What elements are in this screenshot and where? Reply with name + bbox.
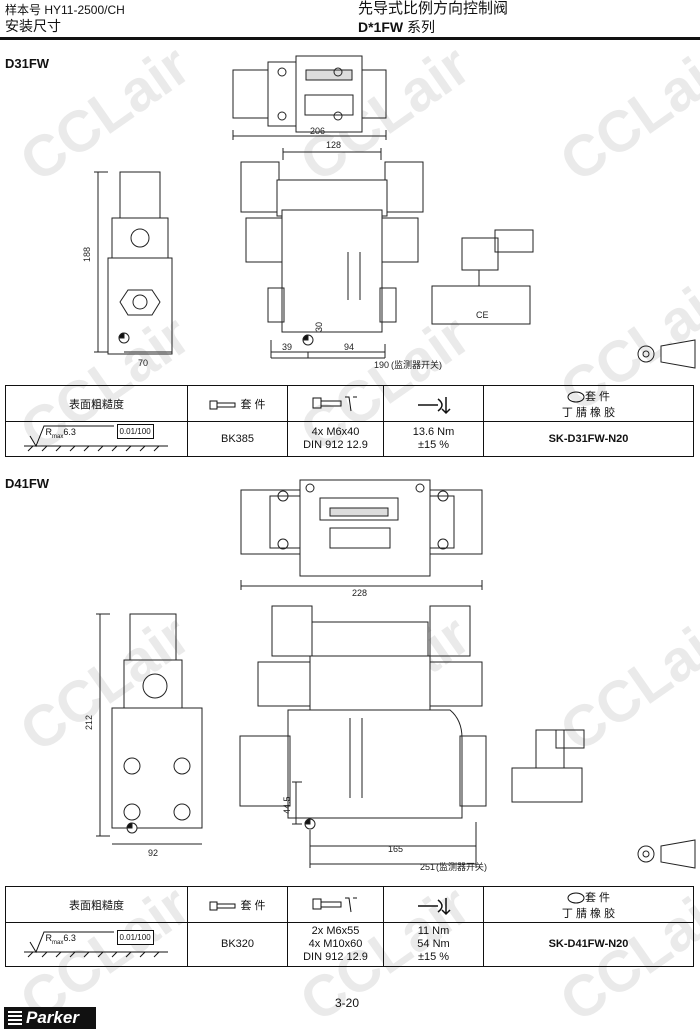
dim-side-width: 70	[138, 358, 148, 368]
seal-label-1: 套 件	[584, 891, 611, 904]
catalog-number: 样本号 HY11-2500/CH	[5, 3, 125, 17]
dim-front-left: 39	[282, 342, 292, 352]
dim-top-width: 228	[352, 588, 367, 598]
series-suffix: 系列	[403, 19, 436, 35]
bolt-icon	[312, 396, 357, 411]
dim-side-width: 92	[148, 848, 158, 858]
doc-header-left: 样本号 HY11-2500/CH 安装尺寸	[5, 2, 125, 34]
bolt-line: 4x M10x60	[308, 938, 363, 950]
roughness-r: R	[45, 427, 53, 437]
torque-values: 13.6 Nm ±15 %	[383, 421, 484, 457]
dim-front-total: 251	[420, 862, 435, 872]
col-kit: 套 件	[187, 385, 288, 422]
ce-mark: CE	[476, 310, 489, 320]
seal-kit-value: SK-D41FW-N20	[483, 922, 694, 967]
torque-line: 54 Nm	[417, 938, 450, 950]
roughness-value: 6.3	[63, 932, 76, 943]
kit-label: 套 件	[240, 899, 266, 912]
torque-values: 11 Nm 54 Nm ±15 %	[383, 922, 484, 967]
torque-line: 13.6 Nm	[412, 426, 455, 438]
roughness-symbol: Rmax6.3 0.01/100	[22, 928, 172, 958]
dim-top-span: 128	[326, 140, 341, 150]
dim-front-height: 30	[314, 322, 324, 332]
roughness-symbol: Rmax6.3 0.01/100	[22, 422, 172, 452]
section-title: D31FW	[5, 56, 50, 71]
col-surface: 表面粗糙度	[5, 886, 188, 923]
d31fw-drawing: 206 128 188 70 39 94 30 190 (监测器开关) CE	[82, 55, 696, 370]
section-title: D41FW	[5, 476, 50, 491]
section-subtitle: 安装尺寸	[5, 18, 61, 34]
doc-header-right: 先导式比例方向控制阀 D*1FW 系列	[358, 0, 508, 36]
bolt-kit-icon	[209, 400, 236, 410]
dim-front-mid: 94	[344, 342, 354, 352]
bolt-line: 4x M6x40	[311, 426, 360, 438]
seal-label-1: 套 件	[584, 390, 611, 403]
surface-roughness-cell: Rmax6.3 0.01/100	[5, 922, 188, 967]
col-torque	[383, 886, 484, 923]
seal-kit-value: SK-D31FW-N20	[483, 421, 694, 457]
dim-side-height: 212	[84, 715, 94, 730]
bolt-values: 2x M6x55 4x M10x60 DIN 912 12.9	[287, 922, 384, 967]
wrench-icon	[417, 396, 451, 414]
roughness-value: 6.3	[63, 427, 76, 437]
col-bolts	[287, 886, 384, 923]
dim-front-height: 44.5	[282, 796, 292, 814]
bolt-line: 2x M6x55	[311, 925, 360, 937]
seal-label-2: 丁 腈 橡 胶	[561, 907, 616, 920]
d31fw-spec-table: 表面粗糙度 套 件 套 件 丁 腈 橡 胶 Rmax6.3 0.01/100 B…	[5, 385, 694, 457]
col-surface: 表面粗糙度	[5, 385, 188, 422]
d41fw-drawing: 228 212 92 44.5 165 251 (监测器开关)	[84, 479, 696, 872]
header-rule	[0, 37, 700, 40]
flatness-tolerance: 0.01/100	[116, 424, 154, 439]
dim-side-height: 188	[82, 247, 92, 262]
col-kit: 套 件	[187, 886, 288, 923]
bolt-icon	[312, 897, 357, 912]
kit-value: BK385	[187, 421, 288, 457]
product-series: D*1FW 系列	[358, 18, 508, 36]
o-ring-icon	[567, 892, 585, 904]
side-view-pilot	[129, 613, 177, 661]
torque-line: 11 Nm	[417, 925, 450, 937]
torque-line: ±15 %	[417, 439, 450, 451]
roughness-sub: max	[52, 433, 64, 440]
side-view-pilot	[119, 171, 161, 219]
col-seal: 套 件 丁 腈 橡 胶	[483, 886, 694, 923]
dim-front-mid: 165	[388, 844, 403, 854]
dim-top-width: 206	[310, 126, 325, 136]
col-torque	[383, 385, 484, 422]
bolt-line: DIN 912 12.9	[303, 951, 368, 963]
col-seal: 套 件 丁 腈 橡 胶	[483, 385, 694, 422]
kit-value: BK320	[187, 922, 288, 967]
seal-label-2: 丁 腈 橡 胶	[561, 406, 616, 419]
roughness-r: R	[45, 932, 53, 943]
series-code: D*1FW	[358, 19, 404, 35]
bolt-values: 4x M6x40 DIN 912 12.9	[287, 421, 384, 457]
product-title: 先导式比例方向控制阀	[358, 0, 509, 17]
dim-front-total: 190	[374, 360, 389, 370]
wrench-icon	[417, 897, 451, 915]
connector-plug	[431, 285, 531, 325]
d41fw-spec-table: 表面粗糙度 套 件 套 件 丁 腈 橡 胶 Rmax6.3 0.01/100 B…	[5, 886, 694, 967]
roughness-sub: max	[52, 939, 64, 946]
bolt-line: DIN 912 12.9	[303, 439, 368, 451]
col-bolts	[287, 385, 384, 422]
bolt-kit-icon	[209, 901, 236, 911]
monitor-note: (监测器开关)	[436, 861, 487, 872]
connector-plug	[511, 767, 583, 803]
monitor-note: (监测器开关)	[391, 359, 442, 370]
kit-label: 套 件	[240, 398, 266, 411]
page-number: 3-20	[335, 996, 360, 1010]
torque-line: ±15 %	[417, 951, 450, 963]
surface-roughness-cell: Rmax6.3 0.01/100	[5, 421, 188, 457]
flatness-tolerance: 0.01/100	[116, 929, 154, 945]
o-ring-icon	[567, 391, 585, 403]
parker-logo: Parker	[4, 1007, 96, 1029]
